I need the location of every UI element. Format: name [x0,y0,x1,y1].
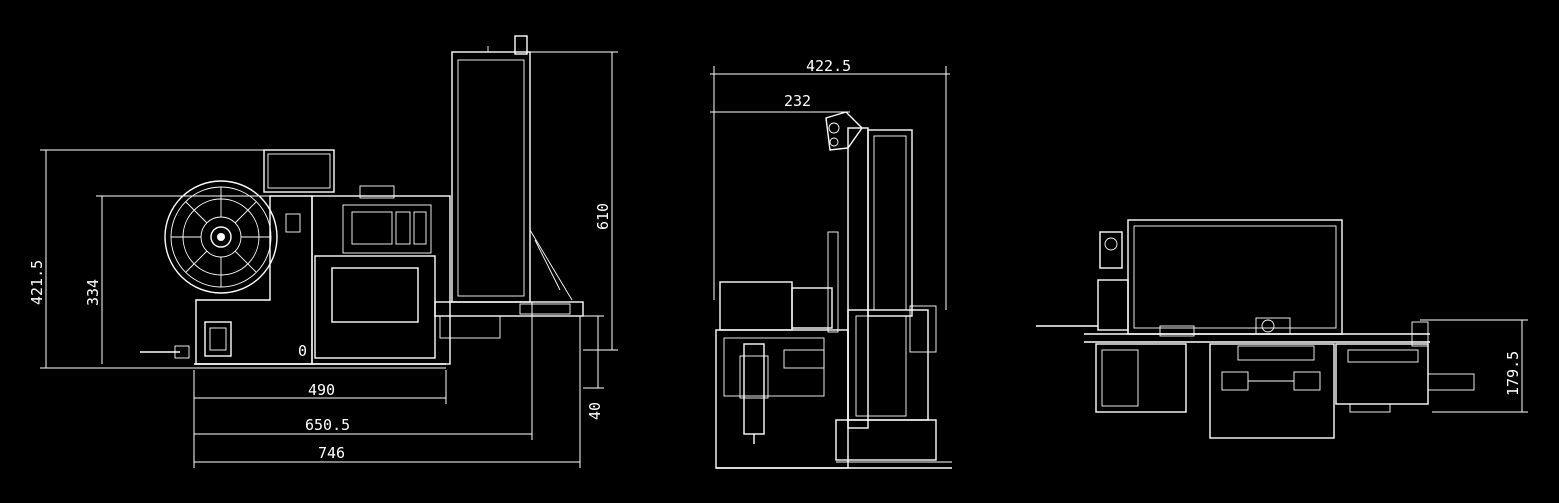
dim-width-total: 746 [318,444,345,462]
side-view: 0 421.5 334 490 650.5 746 610 40 [28,35,618,468]
dim-front-width-total: 422.5 [806,57,851,75]
dim-height-total: 421.5 [28,260,46,305]
top-view: 179.5 [1036,219,1528,439]
front-view: 422.5 232 [710,57,952,469]
dim-width-mid: 650.5 [305,416,350,434]
panel-mark: 0 [298,342,307,360]
dim-height-inner: 334 [84,279,102,306]
dim-height-right: 610 [594,203,612,230]
dim-offset-bottom: 40 [586,402,604,420]
dim-top-height: 179.5 [1504,351,1522,396]
reel-wheel-icon [164,180,278,294]
dim-front-width-partial: 232 [784,92,811,110]
dim-width-body: 490 [308,381,335,399]
